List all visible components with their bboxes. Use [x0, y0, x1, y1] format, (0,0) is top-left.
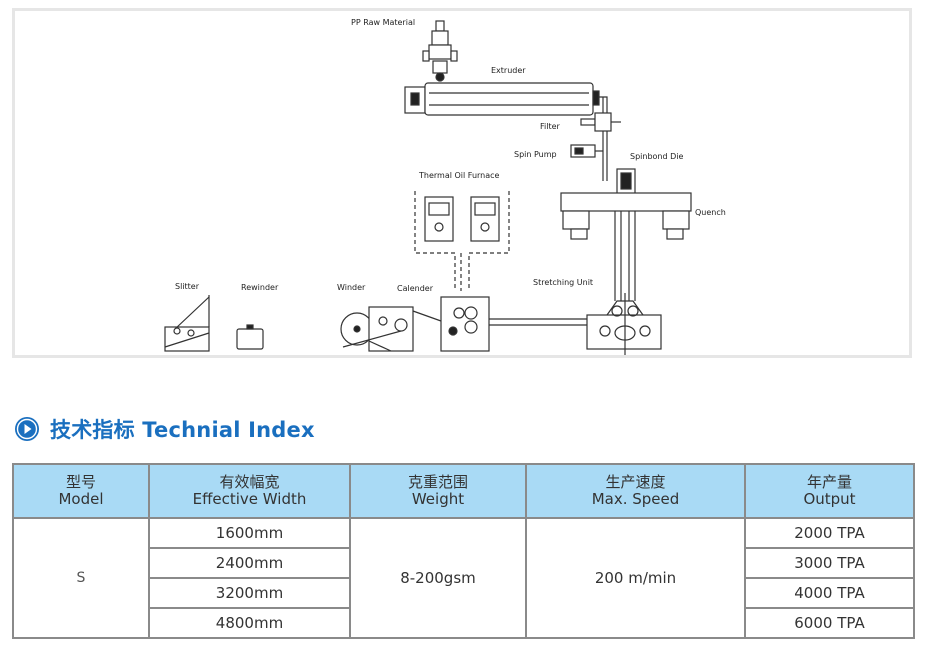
cell-width: 2400mm [148, 547, 351, 579]
header-weight: 克重范围 Weight [349, 463, 527, 519]
technical-index-table: 型号 Model 有效幅宽 Effective Width 克重范围 Weigh… [12, 463, 915, 639]
extruder-icon [404, 82, 608, 181]
table-row: 2400mm 3000 TPA [13, 547, 915, 579]
raw-material-hopper-icon [422, 20, 458, 82]
header-max-speed: 生产速度 Max. Speed [525, 463, 746, 519]
label-spinbond-die: Spinbond Die [630, 152, 683, 161]
spinbond-die-icon [616, 168, 636, 196]
table-header-row: 型号 Model 有效幅宽 Effective Width 克重范围 Weigh… [12, 463, 915, 519]
header-weight-en: Weight [411, 490, 465, 508]
table-row: S 1600mm 8-200gsm 200 m/min 2000 TPA [12, 517, 915, 639]
cell-speed: 200 m/min [525, 517, 746, 639]
header-effective-width: 有效幅宽 Effective Width [148, 463, 351, 519]
header-speed-cn: 生产速度 [605, 473, 666, 491]
spin-pump-icon [570, 144, 603, 158]
header-output-cn: 年产量 [806, 473, 852, 491]
cell-output: 3000 TPA [744, 547, 915, 579]
process-diagram-frame: PP Raw Material Extruder Filter Spin Pum… [12, 8, 912, 358]
label-filter: Filter [540, 122, 561, 131]
label-calender: Calender [397, 284, 434, 293]
quench-icon [560, 192, 692, 301]
cell-width: 4800mm [148, 607, 351, 639]
section-title: 技术指标 Technial Index [50, 418, 315, 442]
slitter-icon [164, 295, 210, 352]
thermal-oil-furnace-icon [414, 191, 510, 291]
cell-width: 1600mm [148, 517, 351, 549]
cell-width: 3200mm [148, 577, 351, 609]
section-heading: 技术指标 Technial Index [14, 412, 315, 446]
cell-weight: 8-200gsm [349, 517, 527, 639]
header-model-en: Model [58, 490, 104, 508]
header-width-en: Effective Width [192, 490, 307, 508]
cell-output: 4000 TPA [744, 577, 915, 609]
cell-output: 6000 TPA [744, 607, 915, 639]
production-line-diagram: PP Raw Material Extruder Filter Spin Pum… [164, 18, 726, 355]
winder-icon [340, 306, 414, 352]
label-winder: Winder [337, 283, 366, 292]
stretching-unit-icon [489, 293, 662, 355]
label-spin-pump: Spin Pump [514, 150, 557, 159]
filter-icon [580, 112, 621, 132]
label-stretching-unit: Stretching Unit [533, 278, 593, 287]
rewinder-icon [236, 324, 264, 350]
header-model: 型号 Model [12, 463, 150, 519]
cell-output: 2000 TPA [744, 517, 915, 549]
header-width-cn: 有效幅宽 [219, 473, 280, 491]
play-circle-icon [15, 417, 39, 441]
header-speed-en: Max. Speed [591, 490, 680, 508]
header-output: 年产量 Output [744, 463, 915, 519]
cell-model: S [12, 517, 150, 639]
label-quench: Quench [695, 208, 726, 217]
label-thermal-oil-furnace: Thermal Oil Furnace [418, 171, 500, 180]
label-rewinder: Rewinder [241, 283, 279, 292]
header-weight-cn: 克重范围 [407, 473, 468, 491]
table-row: 3200mm 4000 TPA [13, 577, 915, 609]
header-output-en: Output [803, 490, 856, 508]
header-model-cn: 型号 [65, 473, 96, 491]
table-row: 4800mm 6000 TPA [13, 607, 915, 639]
label-slitter: Slitter [175, 282, 200, 291]
calender-icon [412, 296, 490, 352]
label-pp-raw-material: PP Raw Material [351, 18, 415, 27]
label-extruder: Extruder [491, 66, 526, 75]
